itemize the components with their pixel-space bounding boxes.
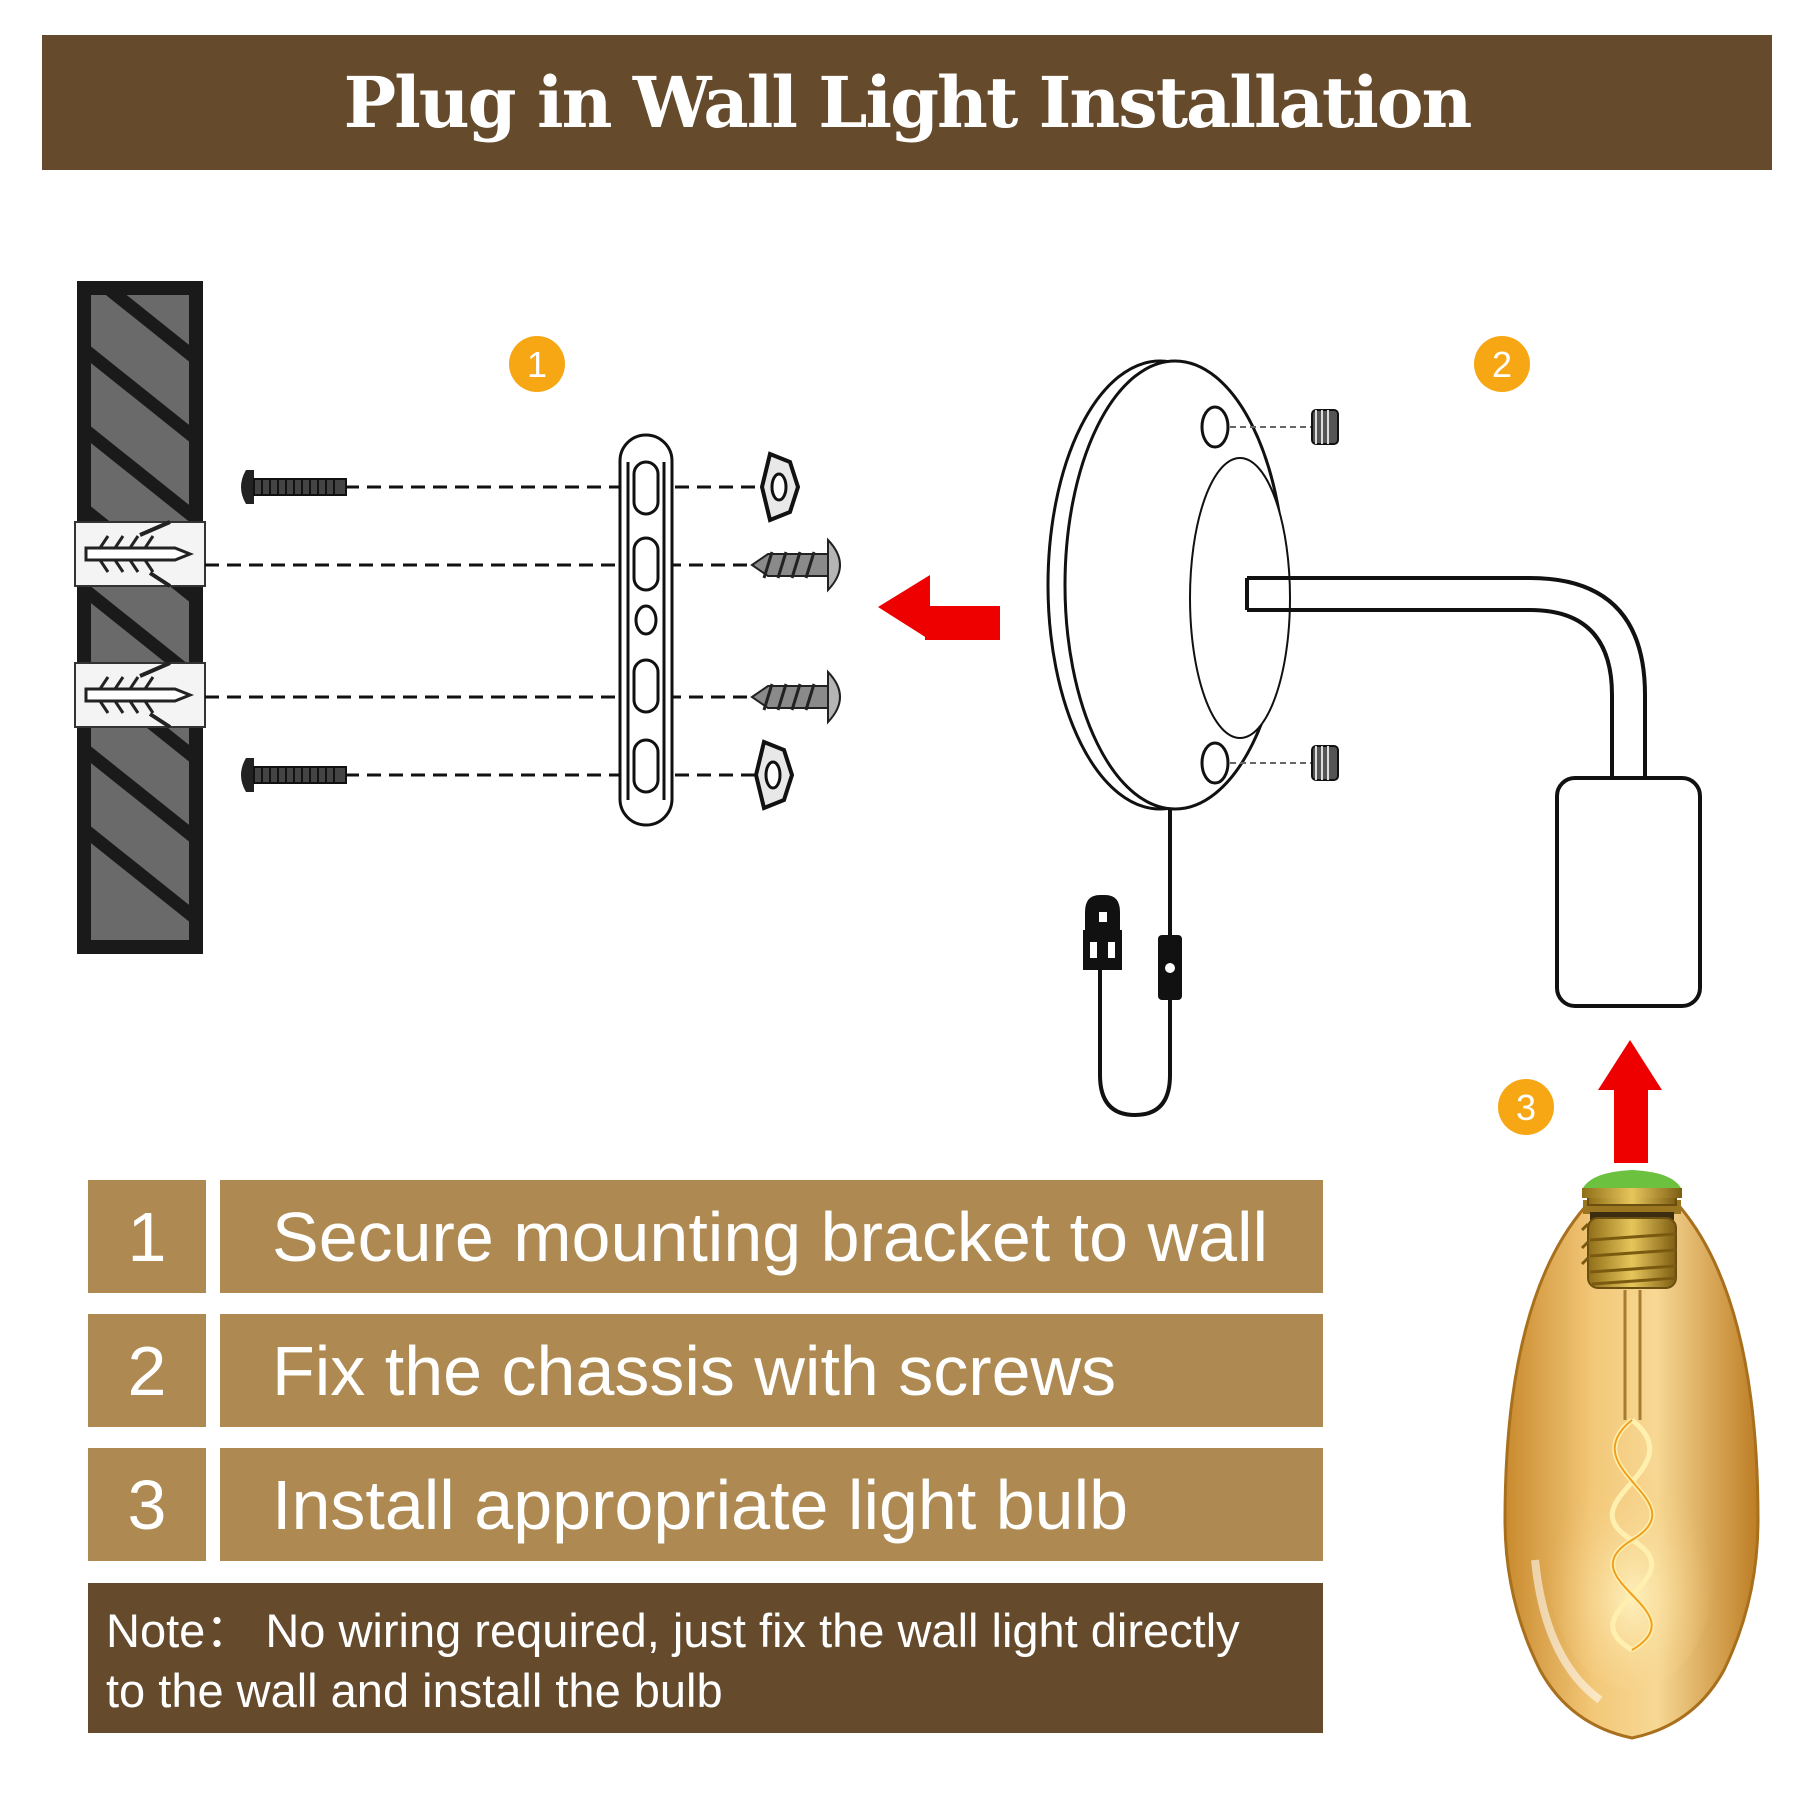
power-cord — [1098, 810, 1172, 1118]
plug-icon — [1083, 895, 1122, 970]
step-backgrounds — [88, 1180, 1323, 1561]
page-title: Plug in Wall Light Installation — [343, 61, 1473, 144]
chassis-screw-icon — [1230, 745, 1339, 781]
step-badge-1: 1 — [509, 336, 565, 392]
wall-icon — [77, 281, 203, 954]
badge-label: 2 — [1492, 344, 1512, 385]
alignment-lines — [205, 485, 760, 777]
badge-label: 1 — [527, 344, 547, 385]
step-number: 3 — [127, 1465, 167, 1544]
step-number: 1 — [127, 1197, 167, 1276]
wood-screw-icon — [750, 669, 841, 725]
header-bar — [42, 35, 1772, 170]
step-badge-2: 2 — [1474, 336, 1530, 392]
arrow-up-icon — [1598, 1040, 1662, 1163]
wall-anchor-icon — [74, 520, 206, 588]
wall-light-icon — [1046, 359, 1702, 1008]
step-text: Fix the chassis with screws — [272, 1331, 1117, 1410]
wood-screw-icon — [750, 537, 841, 593]
step-text: Secure mounting bracket to wall — [272, 1197, 1269, 1276]
hex-nut-icon — [753, 739, 795, 811]
inline-switch-icon — [1158, 935, 1182, 1000]
light-bulb-icon — [1503, 1170, 1760, 1740]
badge-label: 3 — [1516, 1087, 1536, 1128]
step-row-1: 1 Secure mounting bracket to wall — [88, 1180, 1323, 1293]
arrow-left-icon — [878, 575, 1000, 640]
note-background — [88, 1583, 1323, 1733]
chassis-screw-icon — [1230, 409, 1339, 445]
step-number: 2 — [127, 1331, 167, 1410]
mounting-bracket-icon — [618, 433, 674, 827]
machine-screw-icon — [241, 470, 347, 504]
installation-note: Note： No wiring required, just fix the w… — [88, 1583, 1323, 1733]
note-line-1: Note： No wiring required, just fix the w… — [106, 1604, 1240, 1657]
machine-screw-icon — [241, 758, 347, 792]
step-row-3: 3 Install appropriate light bulb — [88, 1448, 1323, 1561]
hex-nut-icon — [759, 451, 801, 523]
step-badge-3: 3 — [1498, 1079, 1554, 1135]
note-line-2: to the wall and install the bulb — [106, 1664, 723, 1717]
header: Plug in Wall Light Installation — [42, 35, 1772, 170]
step-row-2: 2 Fix the chassis with screws — [88, 1314, 1323, 1427]
wall-anchor-icon — [74, 661, 206, 729]
step-text: Install appropriate light bulb — [272, 1465, 1129, 1544]
